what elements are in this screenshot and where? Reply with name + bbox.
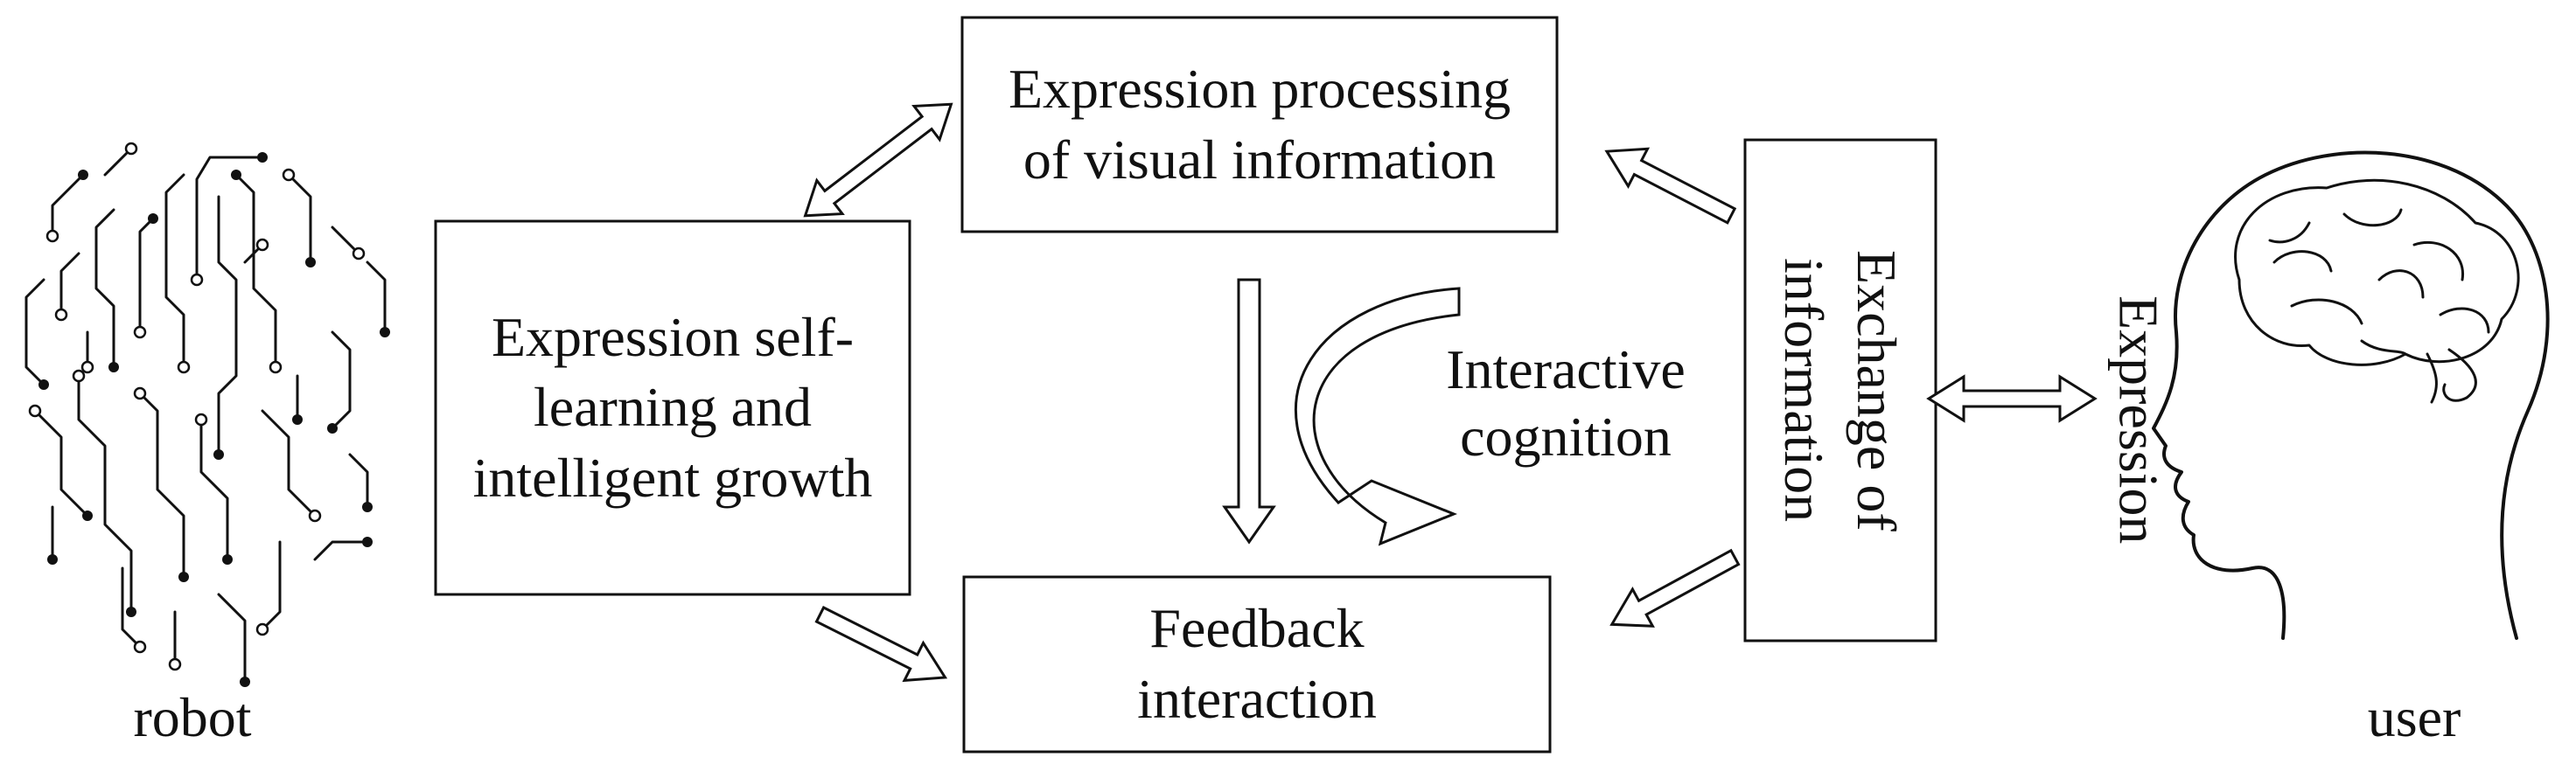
visual-processing-line-2: of visual information bbox=[1023, 128, 1497, 191]
visual-processing-node: Expression processing of visual informat… bbox=[962, 17, 1557, 232]
robot-circuit-nodes bbox=[28, 142, 390, 687]
arrow-selflearning-to-feedback bbox=[814, 606, 948, 683]
double-arrow-exchange-user bbox=[1926, 374, 2098, 423]
visual-processing-box-frame bbox=[960, 16, 1559, 233]
user-label: user bbox=[2367, 686, 2461, 748]
feedback-box-frame bbox=[962, 575, 1552, 754]
robot-label: robot bbox=[133, 686, 252, 748]
feedback-line-1: Feedback bbox=[1149, 597, 1365, 660]
interactive-cognition-line-2: cognition bbox=[1460, 405, 1672, 468]
exchange-text: Exchange of information bbox=[1768, 250, 1913, 531]
self-learning-line-2: learning and bbox=[533, 376, 813, 439]
expression-label-text: Expression bbox=[2107, 295, 2170, 545]
interactive-cognition-curved-arrow bbox=[1294, 287, 1461, 546]
arrow-exchange-to-visual bbox=[1604, 147, 1737, 225]
visual-processing-line-1: Expression processing bbox=[1008, 57, 1511, 120]
exchange-box-frame bbox=[1743, 138, 1937, 642]
user-brain-icon bbox=[2234, 178, 2520, 404]
exchange-line-2: information bbox=[1773, 258, 1835, 523]
feedback-text: Feedback interaction bbox=[1137, 594, 1377, 734]
arrow-exchange-to-feedback bbox=[1609, 548, 1741, 628]
exchange-line-1: Exchange of bbox=[1846, 249, 1909, 531]
interactive-cognition-line-1: Interactive bbox=[1446, 338, 1686, 400]
feedback-node: Feedback interaction bbox=[964, 577, 1550, 752]
arrow-visual-to-feedback bbox=[1222, 278, 1276, 545]
self-learning-text: Expression self- learning and intelligen… bbox=[473, 302, 873, 514]
feedback-line-2: interaction bbox=[1137, 668, 1377, 730]
self-learning-line-1: Expression self- bbox=[491, 305, 855, 368]
self-learning-node: Expression self- learning and intelligen… bbox=[436, 221, 910, 594]
interactive-cognition-label: Interactive cognition bbox=[1408, 337, 1723, 471]
robot-circuit-head-icon bbox=[24, 147, 387, 684]
self-learning-line-3: intelligent growth bbox=[472, 446, 873, 509]
user-head-outline-icon bbox=[2152, 150, 2550, 640]
double-arrow-selflearning-visual bbox=[803, 102, 953, 218]
visual-processing-text: Expression processing of visual informat… bbox=[1009, 54, 1511, 195]
self-learning-box-frame bbox=[434, 219, 911, 596]
expression-label: Expression bbox=[2091, 262, 2187, 577]
exchange-node: Exchange of information bbox=[1745, 140, 1936, 641]
